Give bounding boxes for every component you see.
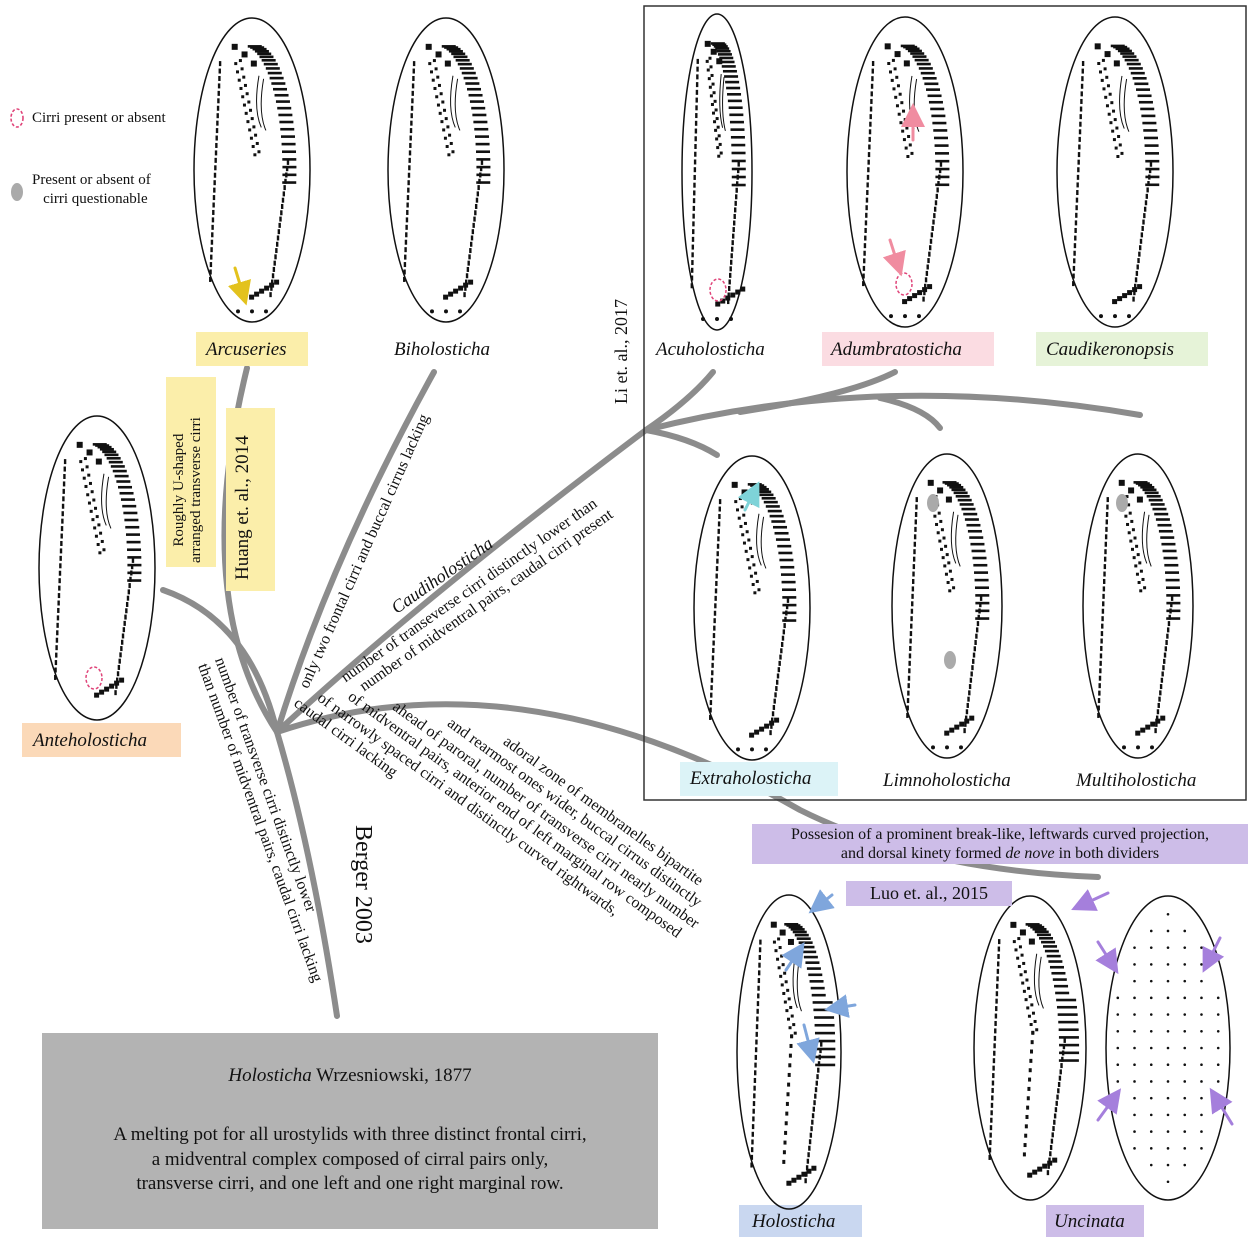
cell-extraholosticha: [694, 456, 810, 760]
cell-adumbratosticha: [847, 17, 963, 327]
cell-arcuseries: [194, 18, 310, 322]
branch-limnoholosticha: [880, 398, 940, 428]
arrow-violet-5: [1216, 1098, 1232, 1124]
legend-questionable-line1: Present or absent of: [32, 171, 151, 190]
legend-questionable-line2: cirri questionable: [32, 190, 151, 209]
citation-berger: Berger 2003: [348, 825, 376, 944]
branch-extraholosticha: [646, 430, 717, 455]
holosticha-description: A melting pot for all urostylids with th…: [42, 1123, 658, 1197]
cell-caudikeronopsis: [1057, 17, 1173, 327]
label-adumbratosticha: Adumbratosticha: [831, 340, 962, 359]
holosticha-title-authority: Wrzesniowski, 1877: [312, 1065, 472, 1086]
label-holosticha: Holosticha: [752, 1212, 835, 1231]
holosticha-description-line1: A melting pot for all urostylids with th…: [42, 1123, 658, 1148]
holosticha-description-line3: transverse cirri, and one left and one r…: [42, 1172, 658, 1197]
arcuseries-character-line1: Roughly U-shaped: [171, 417, 188, 563]
legend-questionable-label: Present or absent of cirri questionable: [32, 171, 151, 209]
arcuseries-character-line2: arranged transverse cirri: [188, 417, 205, 563]
label-limnoholosticha: Limnoholosticha: [883, 771, 1011, 790]
holosticha-description-box: Holosticha Wrzesniowski, 1877 A melting …: [42, 1033, 658, 1229]
cell-multiholosticha: [1083, 454, 1193, 758]
label-caudikeronopsis: Caudikeronopsis: [1046, 340, 1174, 359]
arrow-blue-2: [786, 952, 798, 970]
cell-illustrations: [39, 14, 1230, 1209]
cell-holosticha: [737, 895, 841, 1209]
citation-luo-box: Luo et. al., 2015: [846, 881, 1012, 906]
label-extraholosticha: Extraholosticha: [690, 769, 811, 788]
branch-adumbratosticha: [740, 372, 895, 412]
cell-anteholosticha: [39, 416, 155, 720]
cell-uncinata-ventral: [974, 896, 1086, 1200]
holosticha-description-line2: a midventral complex composed of cirral …: [42, 1148, 658, 1173]
arrow-yellow-arcuseries: [235, 268, 243, 294]
label-multiholosticha: Multiholosticha: [1076, 771, 1196, 790]
cell-acuholosticha: [682, 14, 752, 330]
holosticha-title-genus: Holosticha: [228, 1065, 311, 1086]
arrow-blue-1: [818, 895, 832, 906]
label-arcuseries: Arcuseries: [206, 340, 287, 359]
cell-biholosticha: [388, 18, 504, 322]
holosticha-title: Holosticha Wrzesniowski, 1877: [42, 1065, 658, 1087]
uncinata-character-line1: Possesion of a prominent break-like, lef…: [752, 825, 1248, 844]
legend-gray-blob-icon: [11, 183, 23, 201]
uncinata-line2-a: and dorsal kinety formed: [841, 845, 1005, 862]
label-biholosticha: Biholosticha: [394, 340, 490, 359]
cell-uncinata-dorsal: [1106, 896, 1230, 1200]
cell-limnoholosticha: [892, 454, 1002, 758]
uncinata-character-box: Possesion of a prominent break-like, lef…: [752, 824, 1248, 864]
label-anteholosticha: Anteholosticha: [33, 731, 147, 750]
arrow-pink-adumbratosticha-bottom: [890, 240, 898, 265]
arrow-violet-1: [1082, 893, 1108, 905]
arrow-blue-4: [804, 1025, 811, 1052]
arrow-violet-2: [1098, 942, 1112, 964]
arcuseries-character: Roughly U-shaped arranged transverse cir…: [171, 417, 206, 563]
uncinata-character-line2: and dorsal kinety formed de nove in both…: [752, 844, 1248, 863]
li-frame: [644, 6, 1246, 800]
legend-dashed-oval-icon: [11, 109, 23, 127]
legend-cirri-present-label: Cirri present or absent: [32, 109, 166, 128]
label-uncinata: Uncinata: [1054, 1212, 1125, 1231]
uncinata-line2-c: in both dividers: [1055, 845, 1159, 862]
citation-li: Li et. al., 2017: [611, 299, 632, 404]
label-acuholosticha: Acuholosticha: [656, 340, 765, 359]
citation-huang: Huang et. al., 2014: [232, 435, 254, 580]
citation-luo: Luo et. al., 2015: [870, 883, 988, 903]
uncinata-line2-b: de nove: [1005, 845, 1054, 862]
